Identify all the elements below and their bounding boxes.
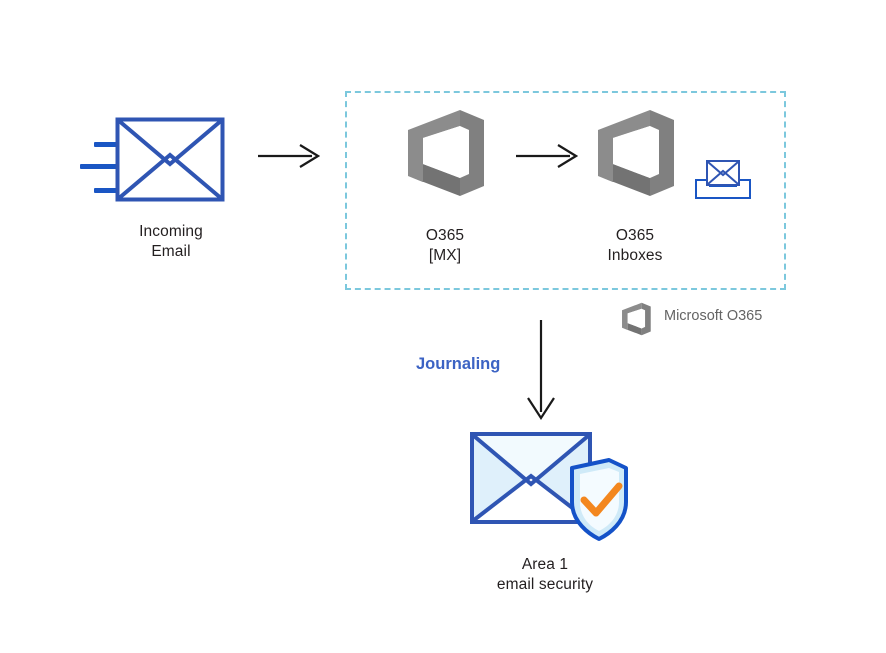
envelope-icon [115,117,225,202]
o365-mx-node: O365 [MX] [395,108,495,278]
journaling-edge-label: Journaling [416,355,501,373]
o365-mx-label: O365 [MX] [425,227,465,264]
incoming-email-label: Incoming Email [139,223,203,260]
arrow-mx-to-inboxes-icon [516,144,578,168]
area1-email-security-label: Area 1 email security [496,556,594,593]
shielded-envelope-icon [470,432,628,541]
arrow-journaling-down-icon [527,320,555,420]
motion-line [94,142,122,147]
motion-lines-icon [78,142,122,198]
motion-line [80,164,122,169]
legend-microsoft-o365: Microsoft O365 [620,300,800,338]
o365-inboxes-label: O365 Inboxes [607,227,663,264]
microsoft-office-icon [598,110,674,196]
incoming-email-node: Incoming Email [60,110,290,280]
inbox-tray-icon [695,160,751,199]
arrow-incoming-to-o365-icon [258,144,320,168]
motion-line [94,188,122,193]
area1-email-security-node: Area 1 email security [455,430,635,610]
legend-microsoft-o365-label: Microsoft O365 [664,308,763,324]
microsoft-office-icon [408,110,484,196]
microsoft-office-icon [622,302,651,336]
o365-inboxes-node: O365 Inboxes [585,108,690,278]
microsoft-o365-boundary [345,91,786,290]
